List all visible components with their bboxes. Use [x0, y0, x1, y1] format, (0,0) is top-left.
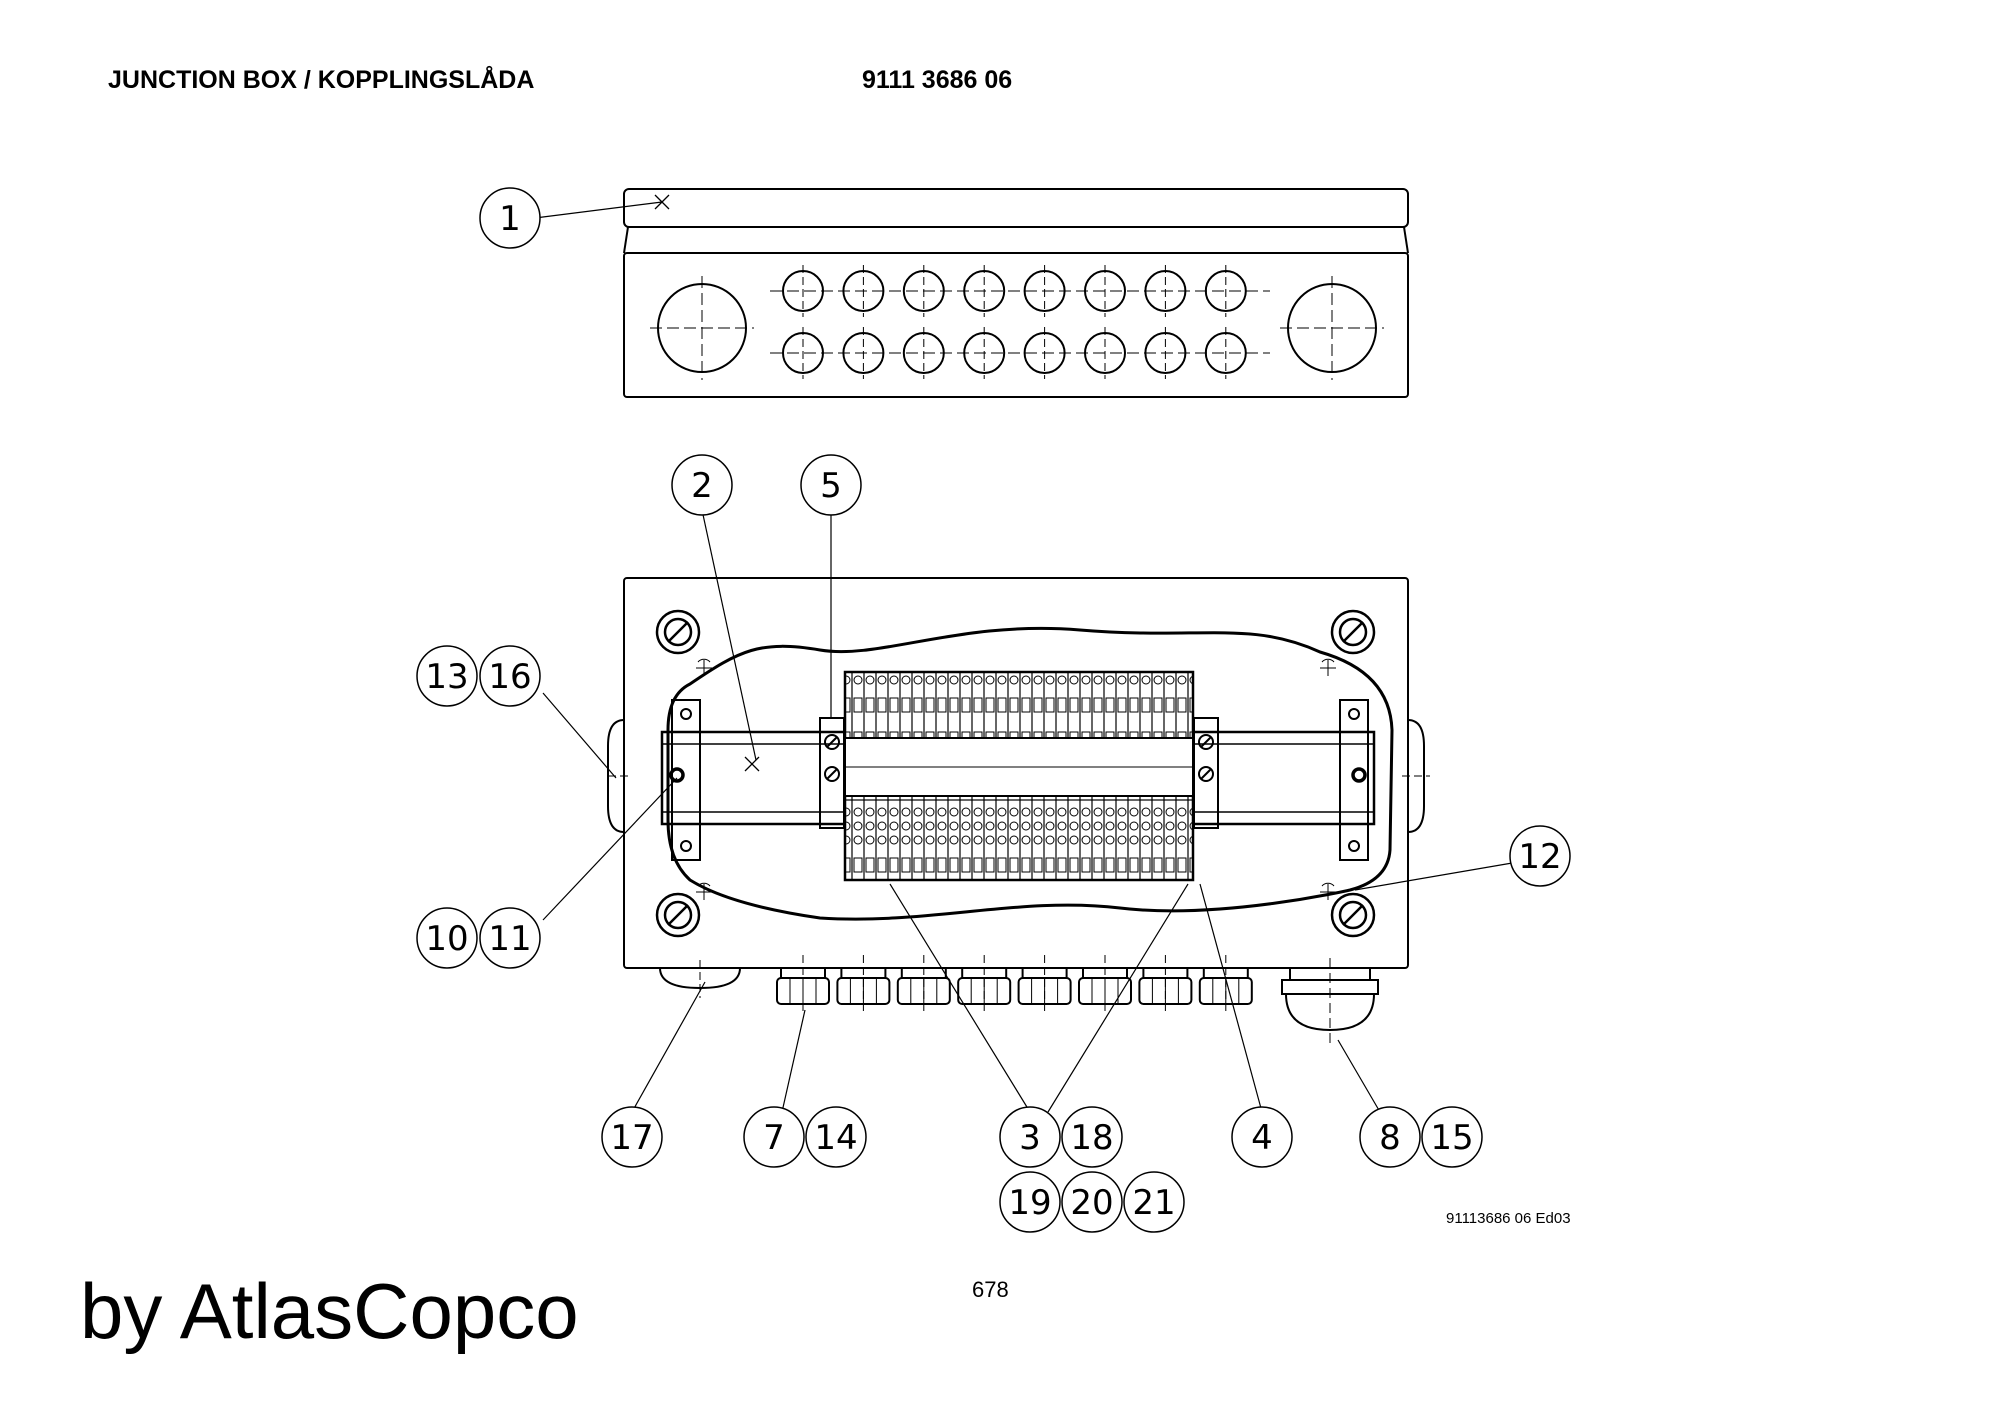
brand-wordmark: by AtlasCopco — [80, 1267, 579, 1355]
drawing-title: JUNCTION BOX / KOPPLINGSLÅDA — [108, 66, 535, 94]
balloon-11: 11 — [479, 907, 541, 969]
balloon-label: 1 — [499, 199, 521, 239]
cable-entry-holes — [782, 265, 1247, 379]
balloon-2: 2 — [671, 454, 733, 516]
balloon-label: 13 — [425, 657, 468, 697]
cable-glands — [776, 955, 1253, 1012]
page-number: 678 — [972, 1277, 1009, 1302]
balloon-label: 16 — [488, 657, 531, 697]
front-view — [607, 577, 1430, 1045]
balloon-label: 18 — [1070, 1118, 1113, 1158]
balloon-label: 20 — [1070, 1183, 1113, 1223]
balloon-20: 20 — [1061, 1171, 1123, 1233]
balloon-15: 15 — [1421, 1106, 1483, 1168]
balloon-label: 4 — [1251, 1118, 1273, 1158]
balloon-label: 5 — [820, 466, 842, 506]
document-reference: 91113686 06 Ed03 — [1446, 1210, 1571, 1227]
balloon-1: 1 — [479, 187, 541, 249]
part-number: 9111 3686 06 — [862, 66, 1013, 94]
balloon-label: 14 — [814, 1118, 857, 1158]
balloon-8: 8 — [1359, 1106, 1421, 1168]
balloon-7: 7 — [743, 1106, 805, 1168]
balloon-5: 5 — [800, 454, 862, 516]
balloon-16: 16 — [479, 645, 541, 707]
balloon-13: 13 — [416, 645, 478, 707]
balloon-12: 12 — [1509, 825, 1571, 887]
balloon-4: 4 — [1231, 1106, 1293, 1168]
balloon-label: 3 — [1019, 1118, 1041, 1158]
balloon-label: 12 — [1518, 837, 1561, 877]
top-view — [623, 188, 1409, 398]
balloon-label: 7 — [763, 1118, 785, 1158]
balloon-18: 18 — [1061, 1106, 1123, 1168]
balloon-10: 10 — [416, 907, 478, 969]
balloon-21: 21 — [1123, 1171, 1185, 1233]
balloon-3: 3 — [999, 1106, 1061, 1168]
leader-lines — [534, 201, 1519, 1113]
balloon-label: 2 — [691, 466, 713, 506]
balloon-14: 14 — [805, 1106, 867, 1168]
balloon-label: 8 — [1379, 1118, 1401, 1158]
balloon-label: 11 — [488, 919, 531, 959]
balloon-label: 15 — [1430, 1118, 1473, 1158]
balloon-19: 19 — [999, 1171, 1061, 1233]
balloon-label: 19 — [1008, 1183, 1051, 1223]
balloon-label: 10 — [425, 919, 468, 959]
balloon-17: 17 — [601, 1106, 663, 1168]
balloon-label: 17 — [610, 1118, 653, 1158]
balloon-label: 21 — [1132, 1183, 1175, 1223]
